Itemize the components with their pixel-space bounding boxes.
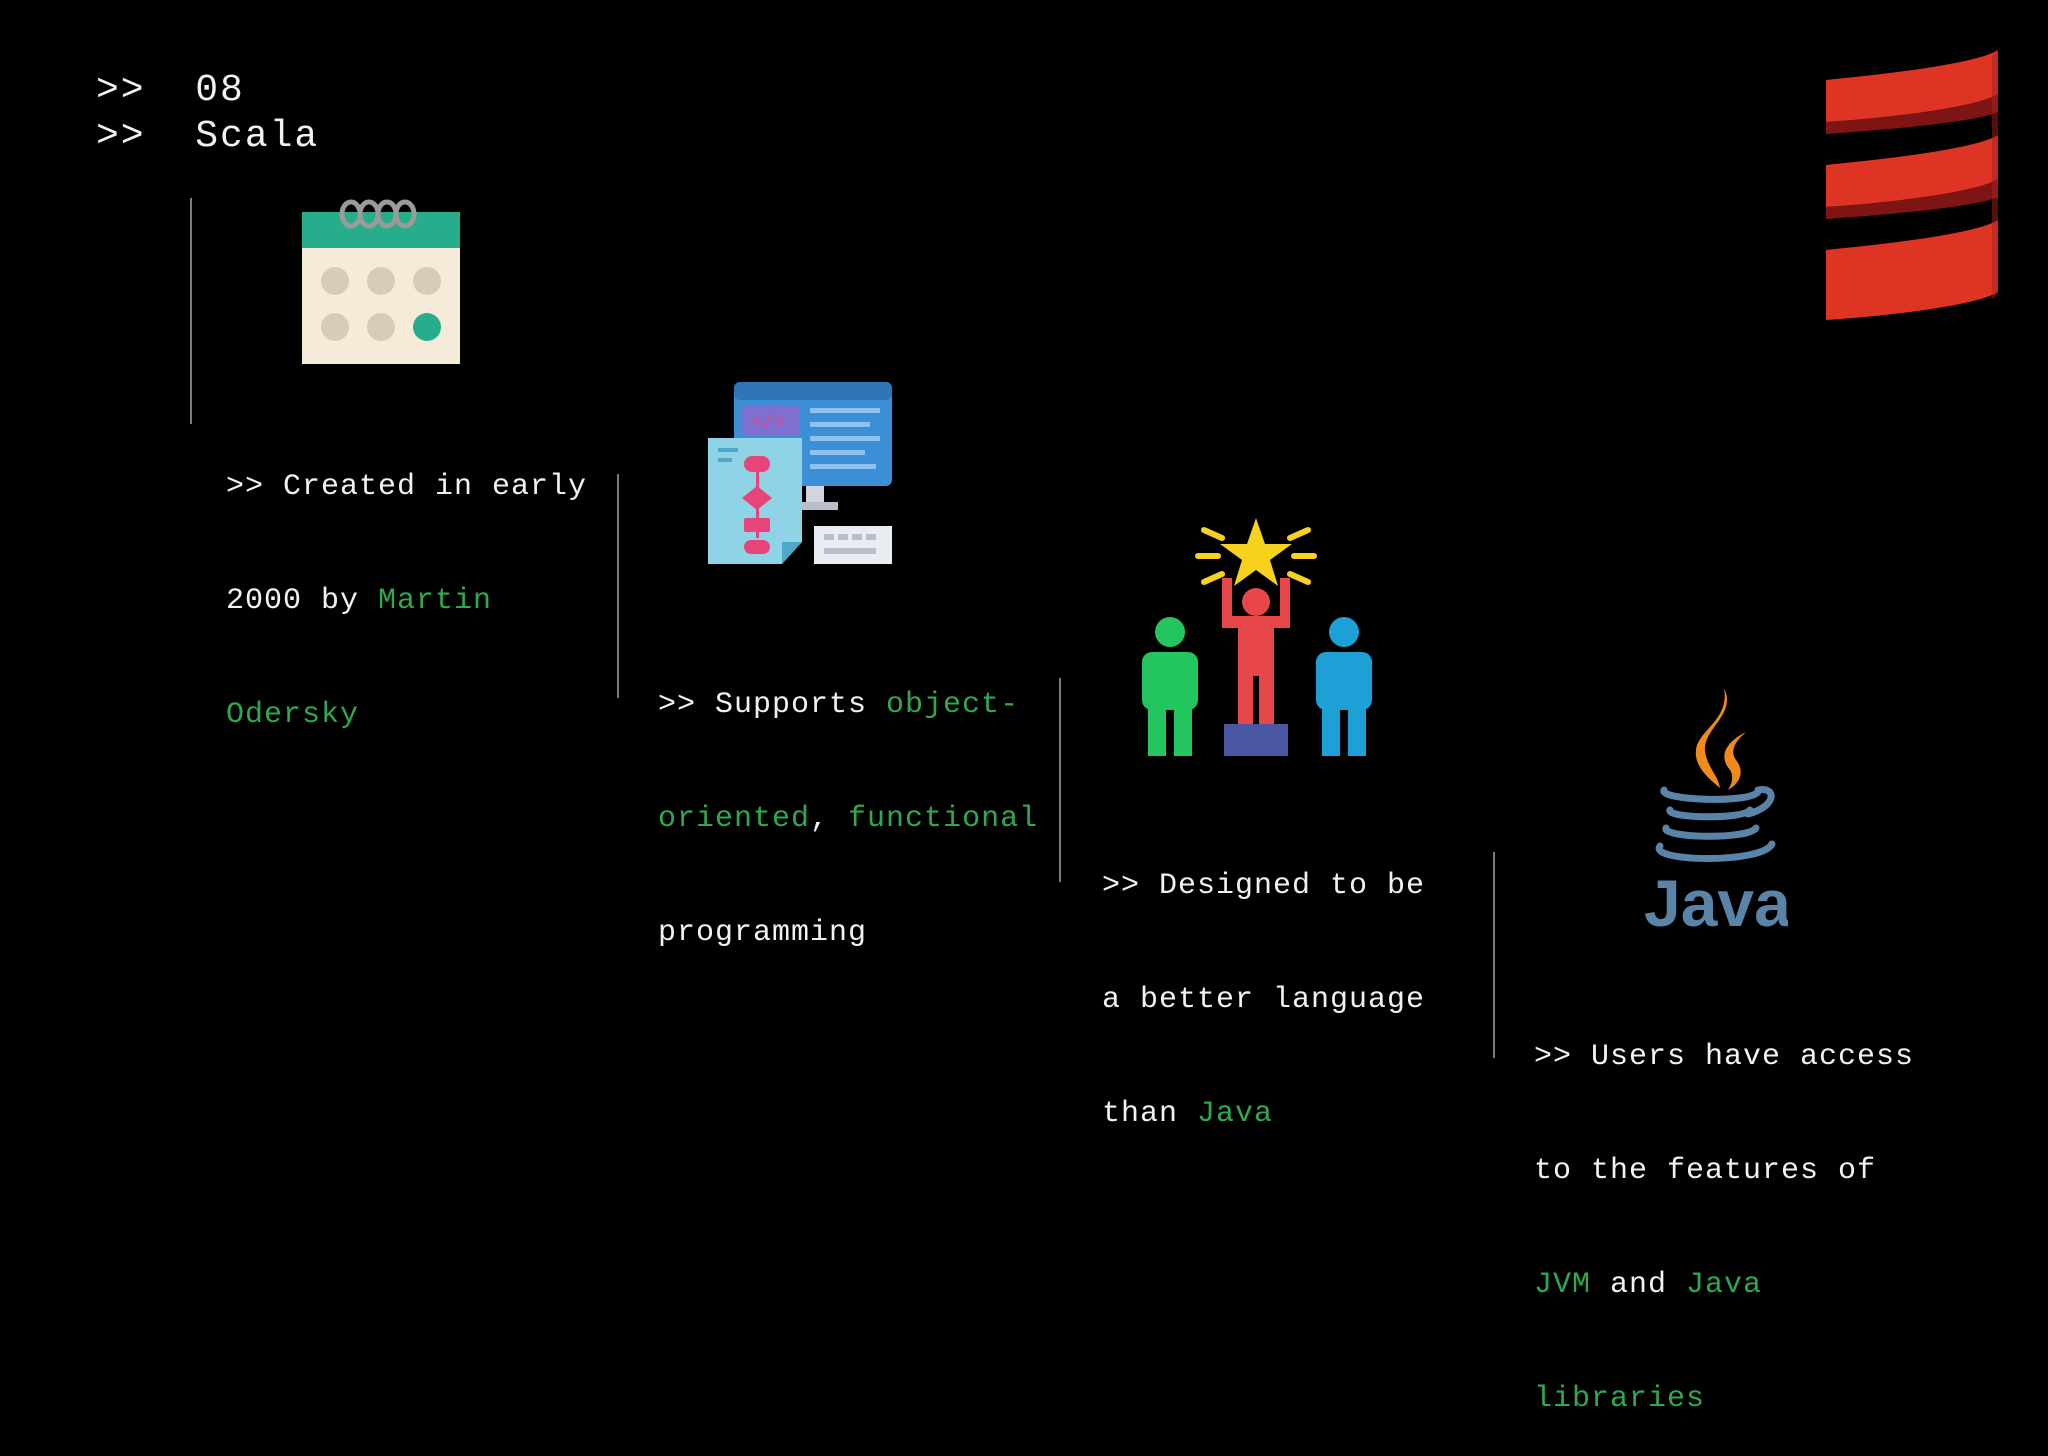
step-caption-3: >> Designed to be a better language than… (1102, 791, 1425, 1171)
java-wordmark: Java (1644, 866, 1788, 938)
step-caption-1: >> Created in early 2000 by Martin Oders… (226, 392, 587, 772)
winner-podium-icon (1134, 516, 1378, 756)
caption-line: >> Designed to be (1102, 869, 1426, 903)
slide-header: >> 08 >> Scala (96, 68, 319, 160)
section-title: >> Scala (96, 115, 320, 158)
code-flowchart-icon: </> (706, 382, 892, 564)
caption-line: libraries (1534, 1382, 1706, 1416)
divider-line-3 (1059, 678, 1061, 882)
caption-line: a better language (1102, 983, 1426, 1017)
caption-line: oriented, functional (658, 802, 1039, 836)
section-number: >> 08 (96, 69, 245, 112)
caption-line: >> Supports object- (658, 688, 1020, 722)
caption-line: programming (658, 916, 868, 950)
divider-line-1 (190, 198, 192, 424)
step-caption-4: >> Users have access to the features of … (1534, 962, 1914, 1456)
calendar-icon (300, 198, 462, 366)
java-logo-icon: Java (1638, 686, 1788, 938)
step-caption-2: >> Supports object- oriented, functional… (658, 610, 1038, 990)
caption-line: Odersky (226, 698, 360, 732)
caption-line: to the features of (1534, 1154, 1877, 1188)
caption-line: JVM and Java (1534, 1268, 1763, 1302)
caption-line: 2000 by Martin (226, 584, 493, 618)
divider-line-2 (617, 474, 619, 698)
caption-line: >> Users have access (1534, 1040, 1915, 1074)
caption-line: >> Created in early (226, 470, 588, 504)
caption-line: than Java (1102, 1097, 1274, 1131)
svg-text:</>: </> (752, 413, 784, 433)
scala-logo-icon (1826, 50, 2001, 325)
divider-line-4 (1493, 852, 1495, 1058)
